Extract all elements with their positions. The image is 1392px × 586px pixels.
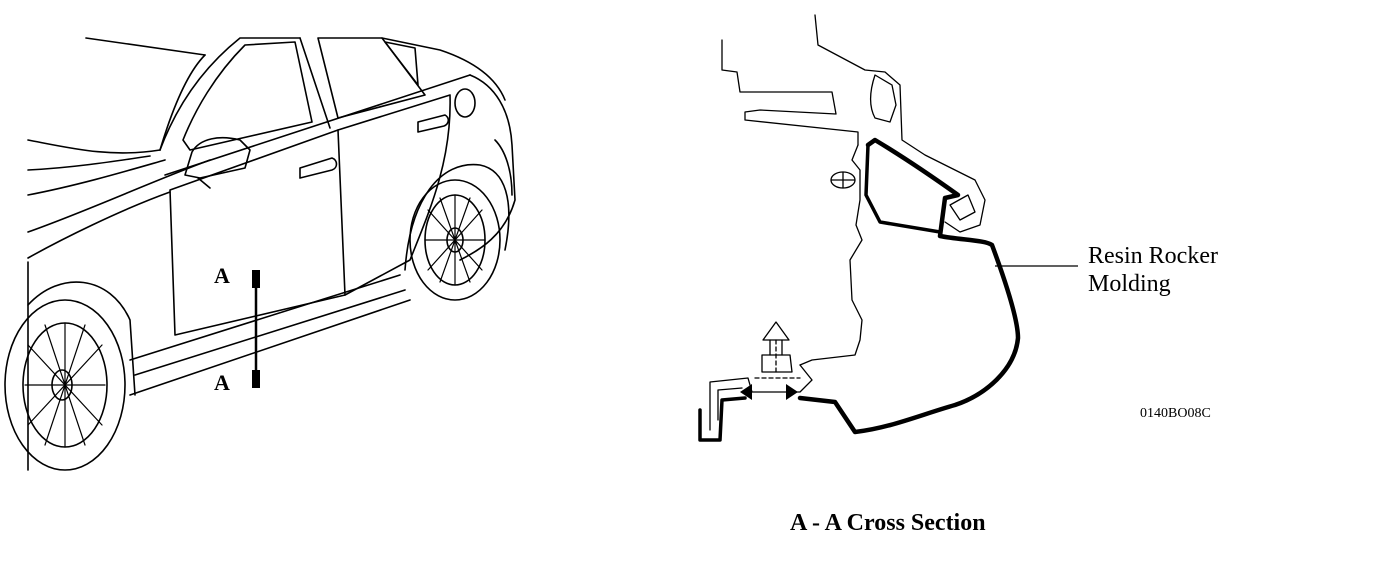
rear-tire xyxy=(409,179,501,301)
section-marker-top: A xyxy=(214,263,230,288)
b-pillar xyxy=(299,37,331,129)
lower-clip-arrow xyxy=(762,321,790,341)
rear-quarter-window xyxy=(384,41,419,86)
rear-quarter xyxy=(459,74,516,261)
lower-molding-lip xyxy=(698,396,747,442)
clip-arrow-right xyxy=(786,384,798,400)
rear-door-handle xyxy=(417,114,450,133)
reinforcement-bracket xyxy=(869,74,897,123)
callout-line-2: Molding xyxy=(1088,271,1171,297)
car-illustration xyxy=(4,37,516,471)
front-spokes xyxy=(24,322,106,448)
fuel-door xyxy=(454,88,476,118)
callout-line-1: Resin Rocker xyxy=(1088,243,1218,269)
section-title: A - A Cross Section xyxy=(790,510,986,536)
clip-arrow-left xyxy=(740,384,752,400)
side-mirror xyxy=(184,136,251,179)
lower-clip-body xyxy=(761,354,793,373)
sill-clip-contour xyxy=(799,144,863,366)
inner-panel-outline xyxy=(721,39,859,146)
section-cut-tick-top xyxy=(252,270,260,288)
hood-front xyxy=(27,159,166,196)
front-window-frame xyxy=(182,41,313,151)
lower-bracket xyxy=(709,364,813,431)
section-marker-bottom: A xyxy=(214,370,230,395)
front-door-outline xyxy=(169,129,346,336)
rocker-molding-mid xyxy=(134,289,406,376)
rear-spokes xyxy=(424,194,486,286)
windshield-rear-edge xyxy=(159,54,206,151)
rear-bumper-edge xyxy=(494,139,513,196)
front-door-handle xyxy=(299,157,338,179)
figure-code: 0140BO08C xyxy=(1140,406,1211,421)
cross-section-illustration xyxy=(698,14,1021,442)
lower-clip-dashes xyxy=(754,339,801,379)
rocker-molding-top xyxy=(129,274,401,361)
cowl-line xyxy=(27,159,211,233)
lower-clip-stem xyxy=(769,339,783,356)
lower-bracket-inner xyxy=(717,387,743,421)
sill-bracket-triangle xyxy=(949,194,976,221)
front-wheel-arch xyxy=(27,281,136,396)
shoulder-line xyxy=(27,191,171,259)
clip-fastener-stem xyxy=(830,171,856,189)
section-cut-tick-bottom xyxy=(252,370,260,388)
hood-crease xyxy=(27,155,151,171)
c-pillar xyxy=(381,37,506,101)
callout-label: Resin Rocker Molding xyxy=(1088,243,1224,297)
outer-panel-outline xyxy=(814,14,986,233)
resin-rocker-molding-inner xyxy=(864,143,942,234)
rear-window-frame xyxy=(317,37,426,119)
resin-rocker-molding xyxy=(797,137,1021,435)
a-pillar xyxy=(159,37,301,151)
roof-line xyxy=(85,37,206,56)
hood-top xyxy=(27,139,161,154)
front-tire xyxy=(4,299,126,471)
rear-door-outline xyxy=(337,94,451,296)
section-cut-line xyxy=(252,270,260,388)
belt-line xyxy=(164,74,471,176)
rear-wheel-arch xyxy=(404,163,510,271)
rocker-molding-bottom xyxy=(129,299,411,396)
